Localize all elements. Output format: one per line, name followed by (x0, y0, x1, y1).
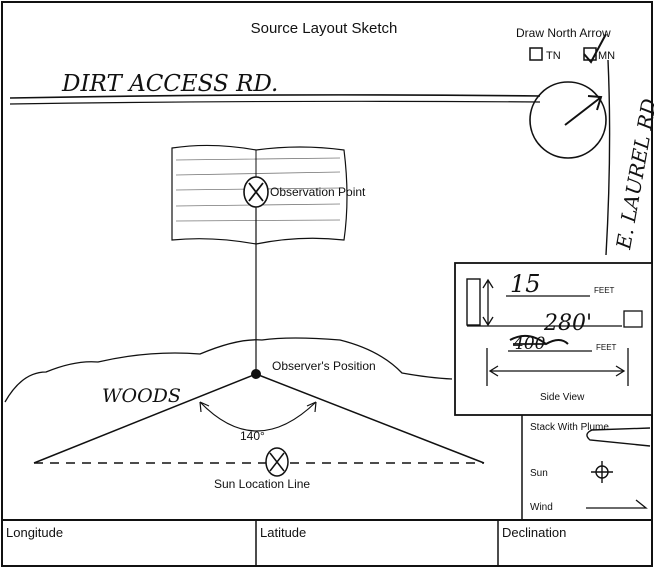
legend-sun-label: Sun (530, 468, 548, 479)
longitude-label: Longitude (6, 525, 63, 540)
tn-label: TN (546, 50, 561, 62)
angle-label: 140° (240, 429, 265, 443)
observer-position-label: Observer's Position (272, 359, 376, 373)
latitude-label: Latitude (260, 525, 306, 540)
form-title: Source Layout Sketch (251, 20, 398, 37)
declination-field[interactable]: Declination (498, 519, 652, 565)
road-top-line-2 (10, 101, 540, 104)
side-view-distance-unit: FEET (596, 343, 617, 352)
side-view-caption: Side View (540, 392, 585, 403)
north-arrow-circle (530, 82, 606, 158)
woods-label: WOODS (102, 385, 181, 407)
road-top-label: DIRT ACCESS RD. (61, 71, 278, 97)
angle-line-right (256, 374, 484, 463)
longitude-field[interactable]: Longitude (2, 519, 256, 565)
north-arrow-icon (565, 96, 601, 125)
sun-location-label: Sun Location Line (214, 477, 310, 491)
observation-point-label: Observation Point (270, 185, 366, 199)
sun-icon-cross (591, 461, 613, 483)
north-arrow-label: Draw North Arrow (516, 26, 611, 40)
road-right-label: E. LAUREL RD. (611, 91, 654, 252)
side-view-distance-value: 280' (543, 311, 592, 336)
latitude-field[interactable]: Latitude (256, 519, 498, 565)
mn-label: MN (598, 50, 615, 62)
woods-contour (5, 338, 452, 402)
tn-checkbox[interactable] (530, 48, 542, 60)
angle-arc (200, 402, 316, 431)
declination-label: Declination (502, 525, 566, 540)
legend-wind-label: Wind (530, 502, 553, 513)
legend-stack-label: Stack With Plume (530, 422, 609, 433)
road-right-line-1 (606, 60, 610, 255)
side-view-height-value: 15 (510, 270, 541, 298)
side-view-height-unit: FEET (594, 286, 615, 295)
wind-arrow-icon (586, 500, 646, 508)
